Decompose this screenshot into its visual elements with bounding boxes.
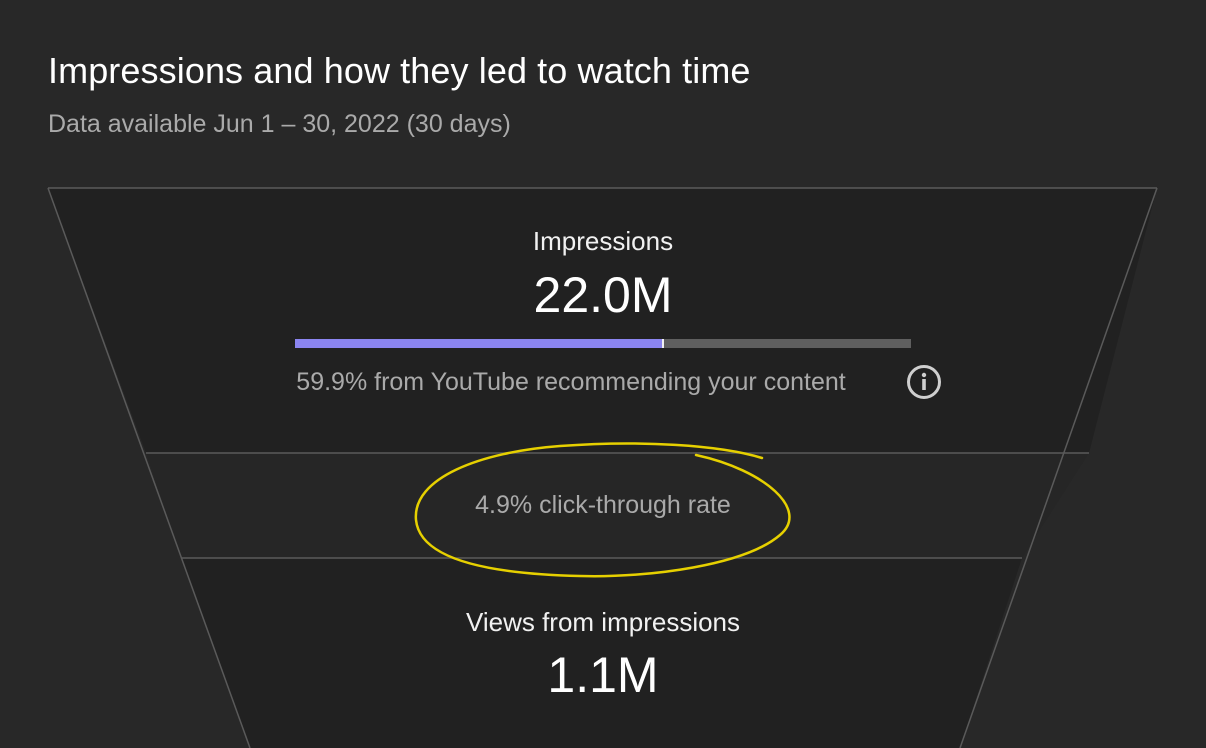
date-range-subtitle: Data available Jun 1 – 30, 2022 (30 days… [48,110,511,138]
recommendation-share-bar [295,339,911,348]
funnel-stage-impressions [48,188,1157,453]
views-value: 1.1M [547,647,659,703]
recommendation-share-fill [295,339,664,348]
ctr-text: 4.9% click-through rate [475,491,731,519]
funnel-stage-views [181,558,1022,748]
impressions-label: Impressions [532,226,674,256]
card-title: Impressions and how they led to watch ti… [48,50,751,91]
views-label: Views from impressions [465,607,741,637]
info-circle-icon [907,365,941,399]
recommendation-share-text: 59.9% from YouTube recommending your con… [296,368,846,396]
info-button[interactable] [906,364,942,400]
impressions-value: 22.0M [533,267,673,323]
